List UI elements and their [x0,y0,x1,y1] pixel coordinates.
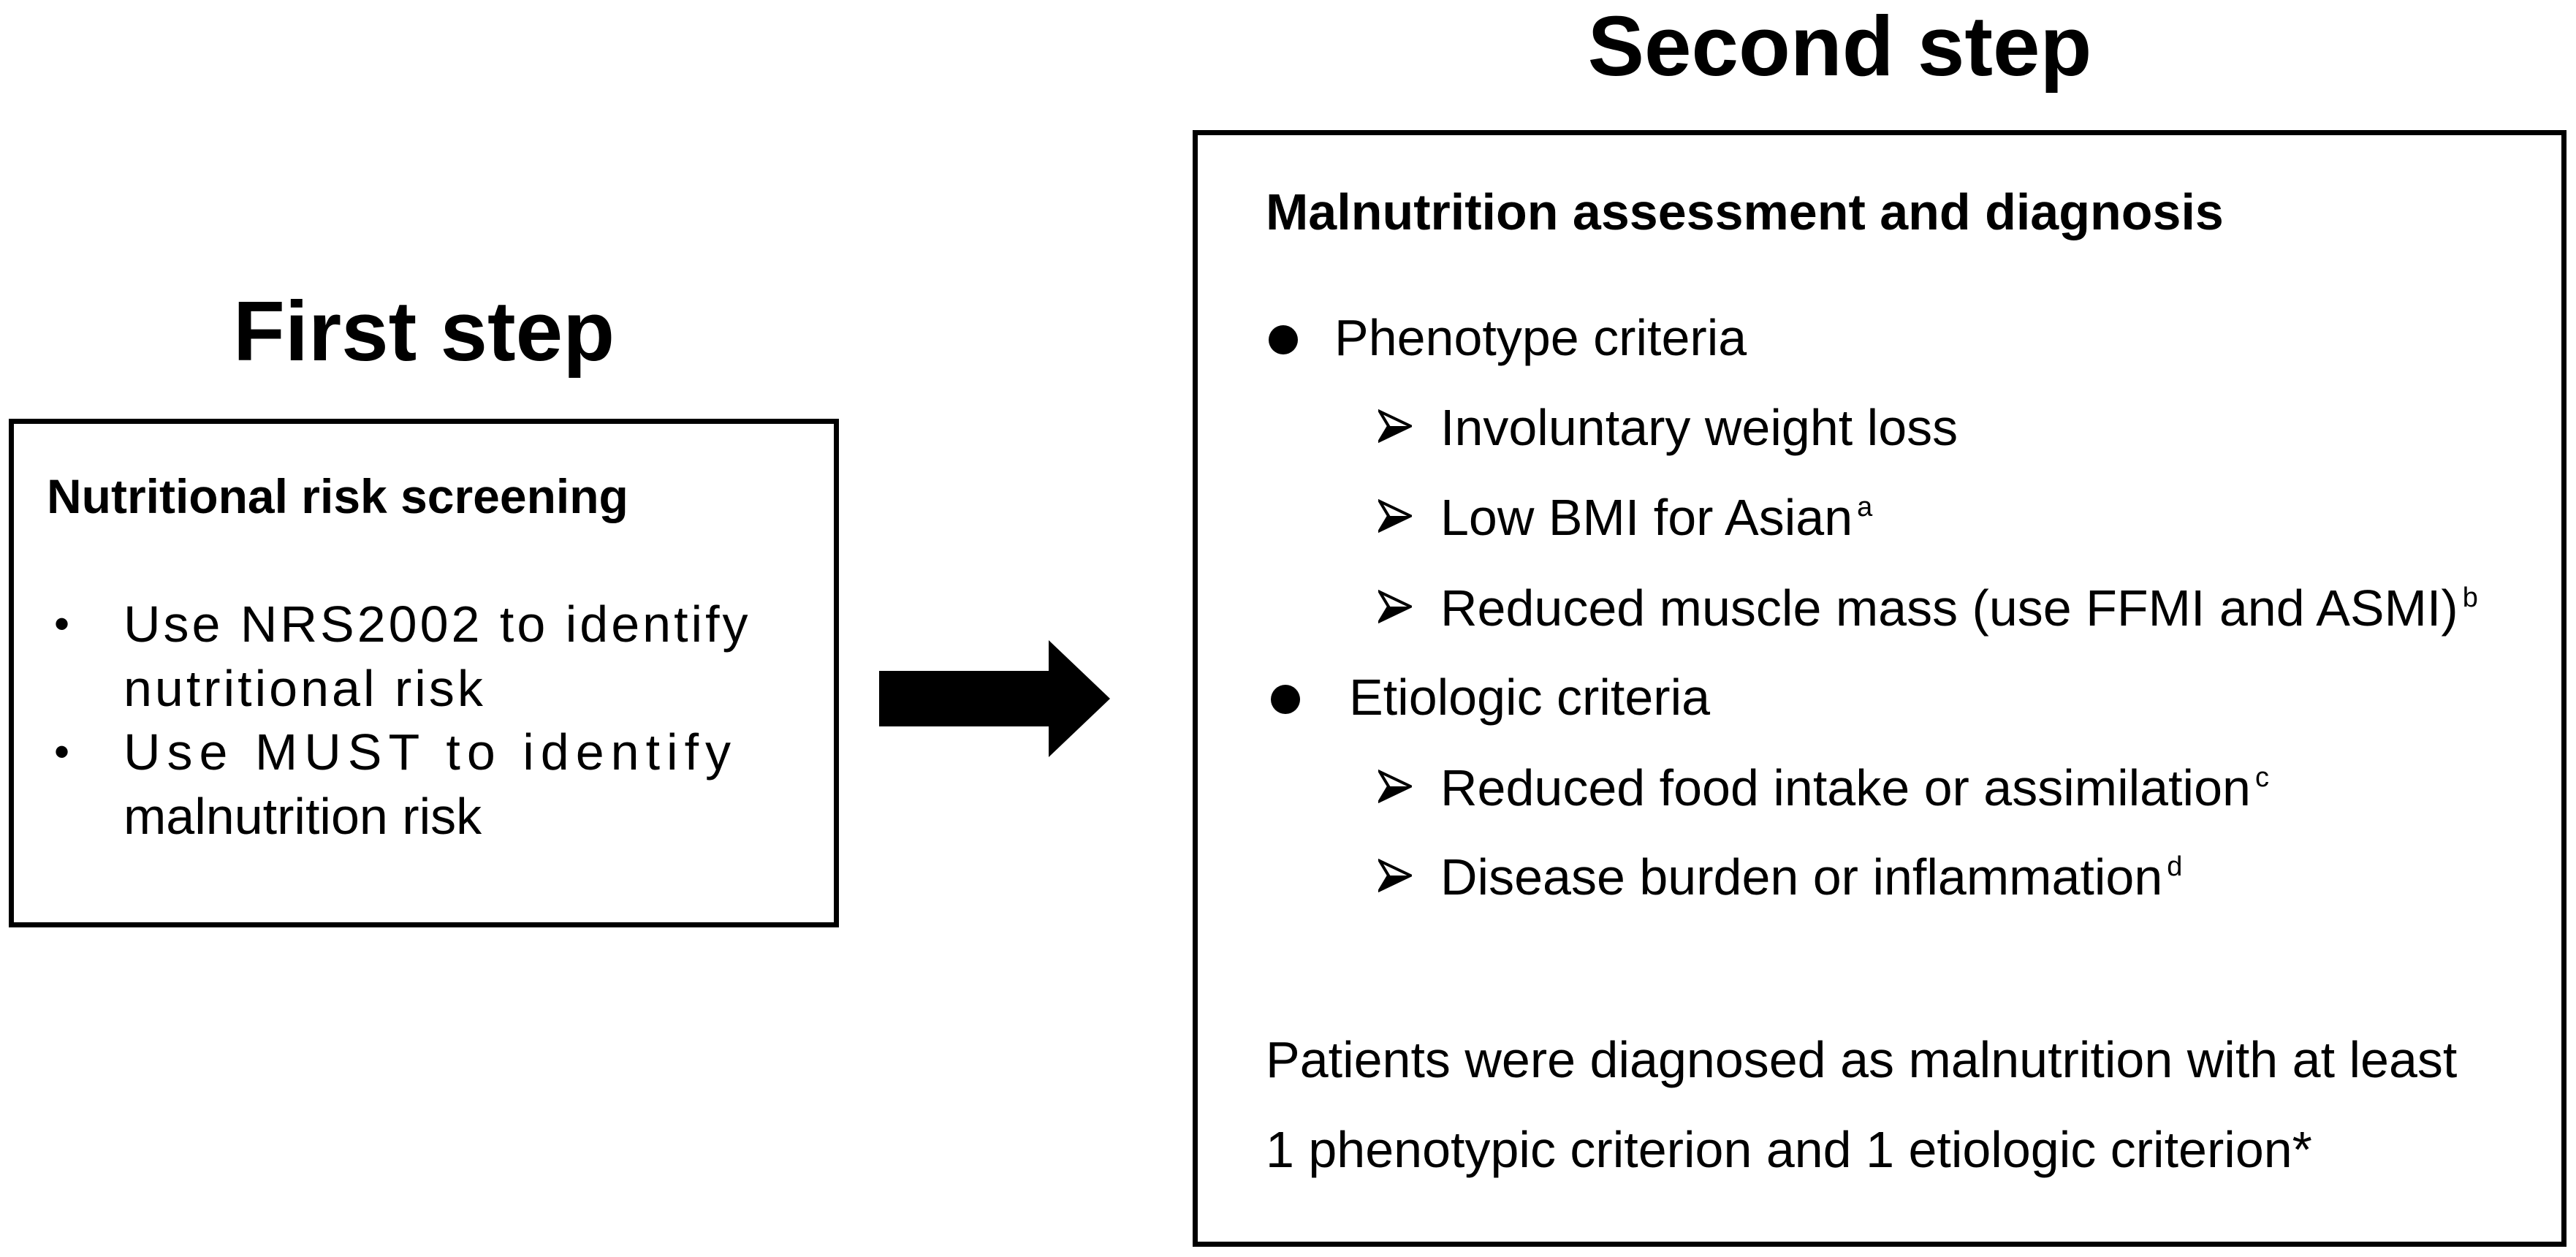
first-step-heading: First step [232,284,615,379]
list-item-text: Use MUST to identify [124,724,738,781]
list-item-text: nutritional risk [124,660,486,717]
right-arrow-icon [879,640,1110,757]
etiologic-item-text: Disease burden or inflammation [1440,848,2163,905]
phenotype-item-text: Low BMI for Asian [1440,489,1853,546]
nutritional-risk-screening-box: Nutritional risk screening • Use NRS2002… [9,419,839,927]
bullet-disc-icon [1269,325,1298,354]
arrowhead-bullet-icon [1378,859,1412,892]
phenotype-item-text: Reduced muscle mass (use FFMI and ASMI) [1440,580,2458,637]
etiologic-criteria-label: Etiologic criteria [1349,669,1711,726]
footnote-marker: a [1857,492,1873,523]
nutritional-risk-screening-title: Nutritional risk screening [47,469,628,523]
footnote-marker: b [2462,582,2478,613]
arrowhead-bullet-icon [1378,590,1412,623]
phenotype-criteria-label: Phenotype criteria [1334,309,1747,366]
arrowhead-bullet-icon [1378,770,1412,803]
footnote-marker: c [2254,762,2269,793]
malnutrition-assessment-title: Malnutrition assessment and diagnosis [1266,183,2224,240]
diagnosis-rule-line: 1 phenotypic criterion and 1 etiologic c… [1266,1121,2312,1178]
malnutrition-assessment-box: Malnutrition assessment and diagnosis Ph… [1193,130,2566,1247]
phenotype-item-text: Involuntary weight loss [1440,399,1958,456]
bullet-disc-icon [1271,685,1300,714]
footnote-marker: d [2167,851,2183,882]
arrowhead-bullet-icon [1378,409,1412,443]
list-item-text: malnutrition risk [124,788,482,845]
bullet-icon: • [54,727,73,776]
diagnosis-rule-text: Patients were diagnosed as malnutrition … [1266,1015,2552,1195]
arrowhead-bullet-icon [1378,499,1412,533]
diagnosis-rule-line: Patients were diagnosed as malnutrition … [1266,1031,2458,1088]
etiologic-item-text: Reduced food intake or assimilation [1440,759,2251,816]
second-step-heading: Second step [1587,0,2092,94]
list-item-text: Use NRS2002 to identify [124,596,751,653]
bullet-icon: • [54,599,73,648]
